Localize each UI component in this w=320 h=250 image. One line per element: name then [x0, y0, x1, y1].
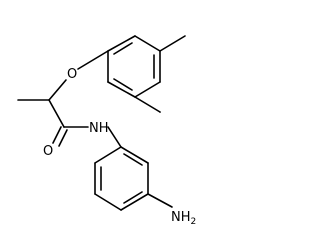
bond-nh-to-ring: [107, 126, 122, 148]
bond: [94, 146, 122, 164]
bond: [120, 193, 149, 211]
double-bond-inner: [123, 153, 143, 166]
bond-ring-to-amine: [147, 193, 173, 208]
amine-nh-text: NH: [171, 210, 191, 225]
bond: [94, 193, 122, 211]
aminophenyl-ring: [94, 146, 149, 211]
bond: [107, 81, 136, 98]
carbonyl-double-bond-a: [52, 126, 62, 144]
double-bond-inner: [123, 191, 143, 204]
double-bond-inner: [113, 42, 133, 55]
oxygen-carbonyl-label: O: [43, 144, 53, 159]
amine-label: NH2: [171, 210, 196, 227]
amine-subscript: 2: [191, 217, 197, 227]
bond-ch-to-carbonyl: [48, 99, 65, 128]
double-bond-inner: [113, 78, 133, 91]
bond: [134, 35, 161, 52]
bond-oxygen-to-ch: [48, 79, 67, 101]
bond-ring-to-oxygen: [77, 50, 109, 70]
amide-nh-label: NH: [89, 121, 109, 136]
methyl-bond-top: [159, 35, 186, 52]
bond: [120, 146, 149, 164]
bond: [107, 35, 136, 52]
dimethylphenyl-ring: [107, 35, 161, 98]
methyl-bond-right: [134, 96, 161, 113]
bond: [134, 81, 161, 98]
chemical-structure: O O NH NH2: [17, 35, 196, 227]
carbonyl-double-bond-b: [58, 129, 68, 147]
oxygen-ether-label: O: [67, 67, 77, 82]
